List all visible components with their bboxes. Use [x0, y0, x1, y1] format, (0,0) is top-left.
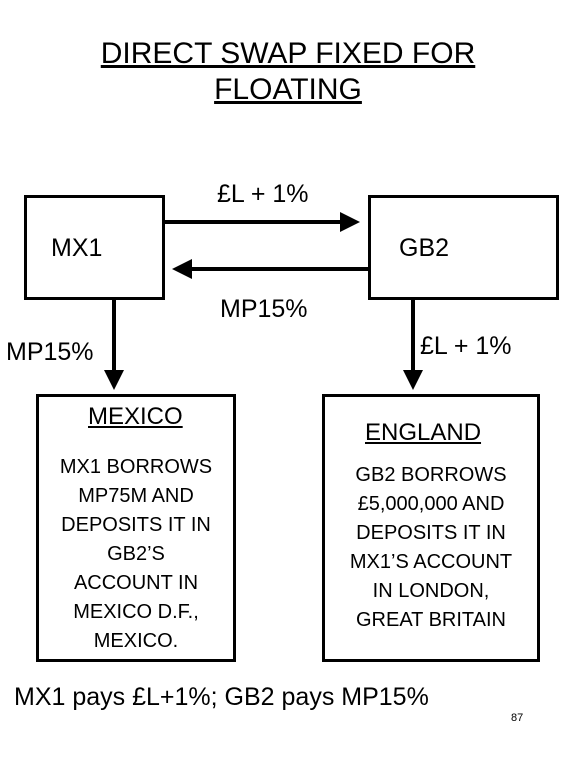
mexico-description: MX1 BORROWS MP75M AND DEPOSITS IT IN GB2…: [39, 453, 233, 656]
mexico-line: MEXICO.: [93, 630, 179, 652]
england-line: GREAT BRITAIN: [355, 609, 507, 631]
mx1-box: MX1: [24, 195, 165, 300]
gb2-label: GB2: [399, 234, 450, 262]
mexico-box: MEXICO MX1 BORROWS MP75M AND DEPOSITS IT…: [36, 394, 236, 662]
mexico-line: MEXICO D.F.,: [73, 601, 199, 623]
right-down-label: £L + 1%: [420, 332, 512, 360]
arrow-mid-label: MP15%: [220, 295, 308, 323]
mexico-line: DEPOSITS IT IN: [61, 514, 211, 536]
footer-summary: MX1 pays £L+1%; GB2 pays MP15%: [14, 683, 429, 711]
england-line: DEPOSITS IT IN: [356, 522, 506, 544]
mx1-label: MX1: [51, 234, 103, 262]
england-heading: ENGLAND: [365, 419, 482, 446]
arrow-top-label: £L + 1%: [217, 180, 309, 208]
england-description: GB2 BORROWS £5,000,000 AND DEPOSITS IT I…: [325, 461, 537, 635]
mexico-line: MP75M AND: [78, 485, 194, 507]
england-line: MX1’S ACCOUNT: [349, 551, 513, 573]
page-title: DIRECT SWAP FIXED FOR FLOATING: [0, 36, 576, 108]
gb2-box: GB2: [368, 195, 559, 300]
england-line: GB2 BORROWS: [355, 464, 507, 486]
mexico-line: MX1 BORROWS: [59, 456, 213, 478]
page-number: 87: [511, 712, 524, 724]
mexico-line: ACCOUNT IN: [73, 572, 199, 594]
mexico-heading: MEXICO: [88, 403, 183, 430]
england-box: ENGLAND GB2 BORROWS £5,000,000 AND DEPOS…: [322, 394, 540, 662]
title-line-2: FLOATING: [214, 73, 362, 106]
title-line-1: DIRECT SWAP FIXED FOR: [100, 37, 476, 70]
england-line: IN LONDON,: [372, 580, 490, 602]
mexico-line: GB2’S: [107, 543, 165, 565]
left-down-label: MP15%: [6, 338, 94, 366]
england-line: £5,000,000 AND: [357, 493, 505, 515]
